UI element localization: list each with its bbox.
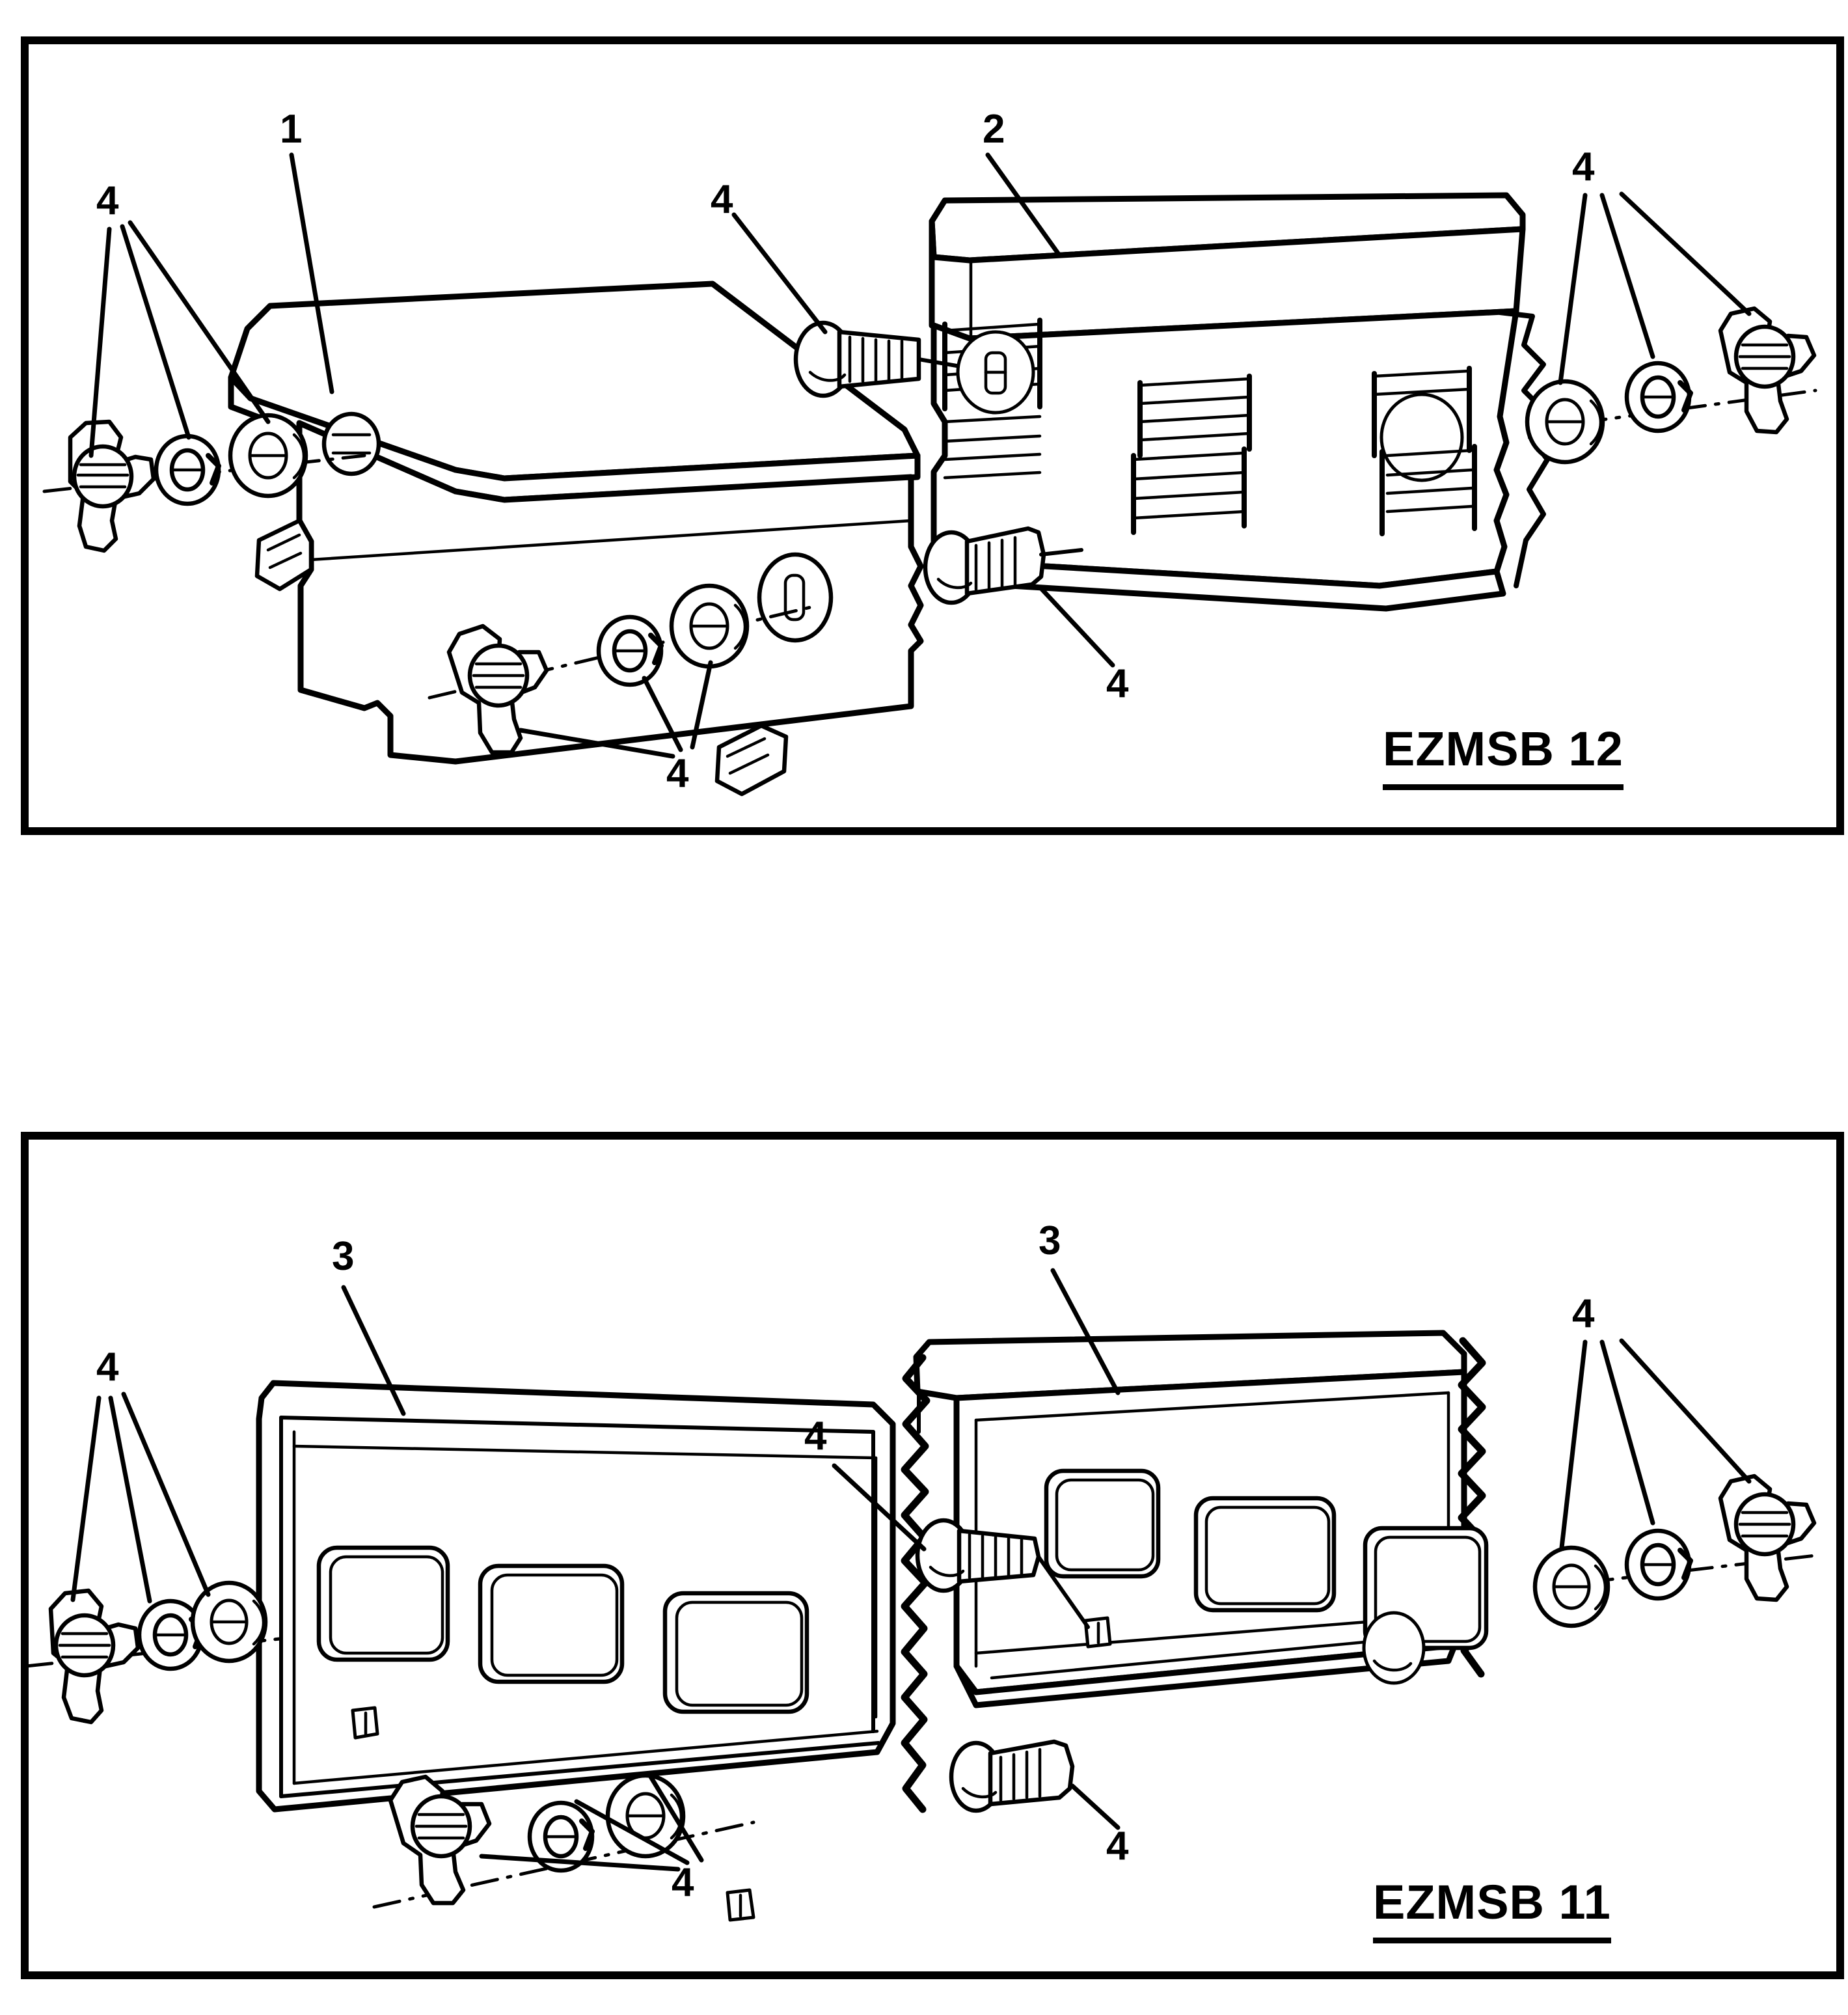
flat-washer (228, 413, 308, 499)
leader-lines-top (88, 152, 1752, 759)
flat-washer (669, 583, 750, 669)
hex-bolt (923, 526, 1046, 605)
wing-nut (1718, 1474, 1817, 1602)
flat-washer (1532, 1545, 1610, 1628)
hex-bolt (949, 1739, 1075, 1813)
panel-frame-top (21, 36, 1844, 835)
callout-4: 4 (1572, 144, 1595, 189)
lock-washer (596, 614, 664, 687)
callout-4: 4 (1106, 661, 1129, 706)
hex-bolt (915, 1518, 1041, 1593)
bolt-top-lower (923, 526, 1083, 605)
panel-frame-bottom (21, 1132, 1844, 1979)
bolt-bottom-center (915, 1518, 1090, 1629)
lock-washer (527, 1800, 595, 1873)
flat-washer (190, 1580, 268, 1664)
lock-washer (1624, 361, 1693, 433)
callout-4: 4 (1106, 1824, 1129, 1869)
stud-tab (1083, 1616, 1112, 1649)
callout-1: 1 (280, 107, 303, 152)
bolt-bottom-lower (949, 1739, 1075, 1813)
panel-cutout (316, 1545, 450, 1662)
plate-label-bottom: EZMSB 11 (1373, 1874, 1611, 1943)
callout-4: 4 (804, 1414, 827, 1459)
leader-lines-bottom (70, 1268, 1752, 1872)
fastener-stack-bottom-bottom (372, 1773, 755, 1909)
callout-4: 4 (96, 1345, 119, 1390)
fastener-stack-top-right (1525, 306, 1817, 465)
part-1-bumper-guard (228, 281, 924, 797)
callout-4: 4 (666, 751, 689, 796)
hex-bolt (793, 320, 921, 398)
fastener-stack-top-bottom (428, 583, 815, 755)
panel-cutout (1044, 1468, 1161, 1579)
bolt-top-center (793, 320, 958, 398)
panel-cutout (478, 1563, 625, 1684)
lock-washer (154, 433, 221, 506)
callout-4: 4 (711, 177, 733, 222)
plate-label-top: EZMSB 12 (1383, 721, 1624, 790)
fastener-stack-bottom-left (24, 1580, 282, 1725)
panel-cutout (1193, 1496, 1337, 1613)
part-3-panel-left (256, 1380, 896, 1922)
lock-washer (1624, 1528, 1693, 1601)
callout-2: 2 (983, 107, 1005, 152)
callout-3: 3 (1039, 1218, 1061, 1263)
callout-3: 3 (332, 1234, 355, 1279)
callout-4: 4 (672, 1860, 694, 1905)
wing-nut (388, 1774, 492, 1906)
flat-washer (1525, 379, 1605, 465)
stud-tab (351, 1706, 379, 1740)
panel-cutout (662, 1591, 809, 1714)
wing-nut (446, 624, 549, 755)
fastener-stack-bottom-right (1532, 1474, 1817, 1628)
wing-nut (68, 419, 156, 553)
callout-4: 4 (1572, 1291, 1595, 1336)
wing-nut (48, 1588, 141, 1725)
wing-nut (1718, 306, 1817, 435)
callout-4: 4 (96, 178, 119, 223)
stud-tab (726, 1888, 755, 1922)
